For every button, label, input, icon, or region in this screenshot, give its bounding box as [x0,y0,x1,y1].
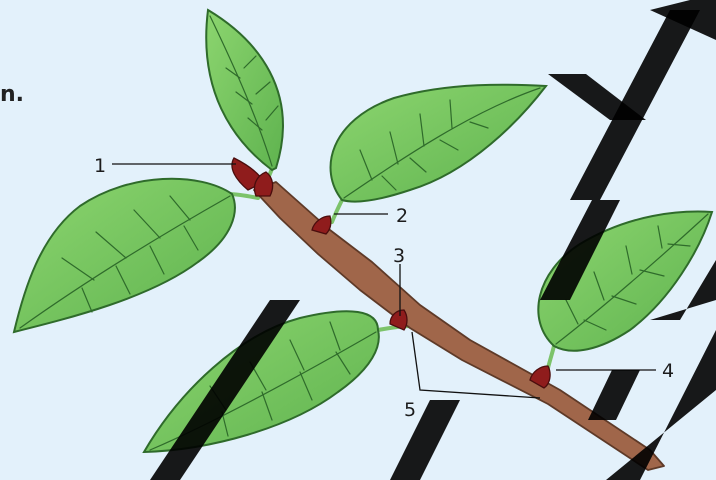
label-5: 5 [404,399,416,421]
label-2: 2 [396,205,408,227]
leaf-left [14,179,235,332]
watermark-stroke-3 [570,10,700,200]
leaf-top [206,10,283,170]
label-4: 4 [662,360,674,382]
watermark-stroke-2 [390,400,460,480]
label-1: 1 [94,155,106,177]
watermark-stroke-8 [588,370,640,420]
leaf-upper-right [331,85,546,202]
label-3: 3 [393,245,405,267]
